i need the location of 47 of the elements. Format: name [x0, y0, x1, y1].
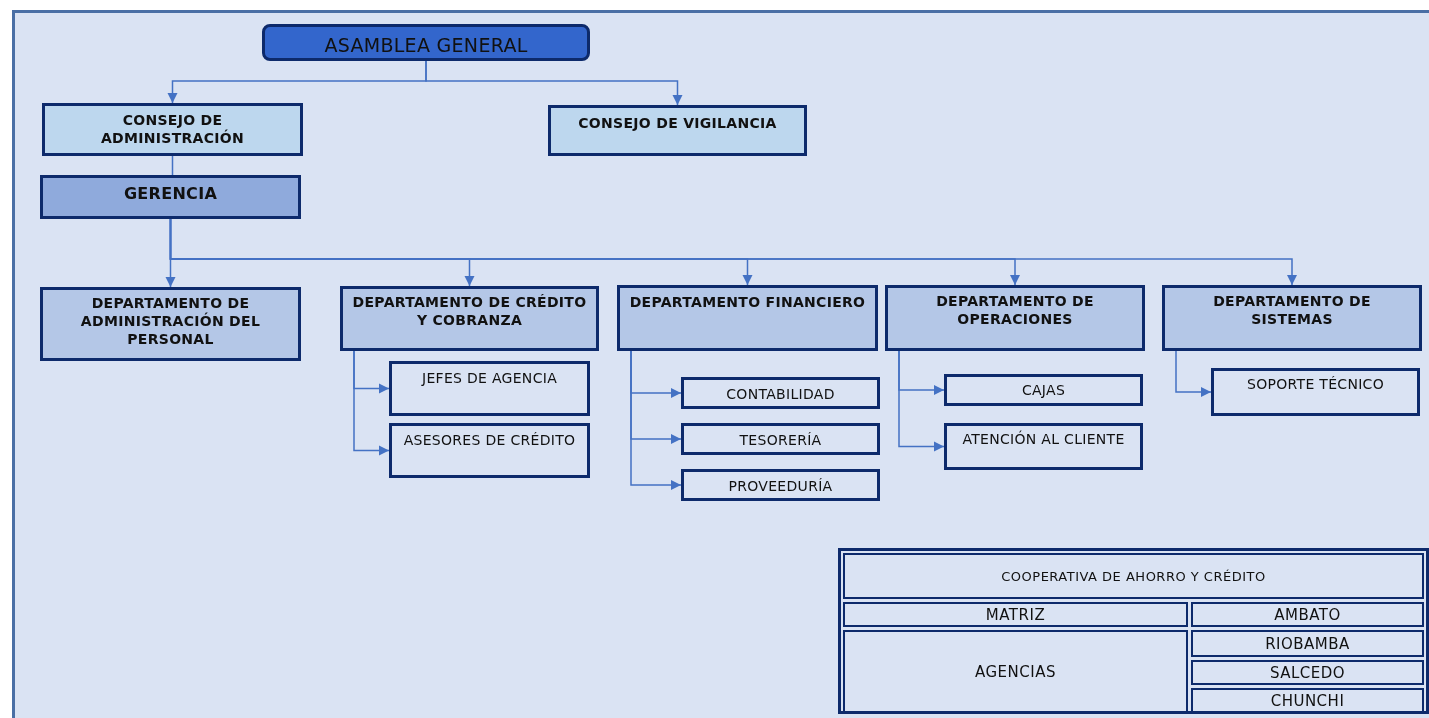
- org-unit-box: [40, 175, 301, 219]
- org-unit-box: [42, 103, 303, 156]
- org-unit-box: [1162, 285, 1422, 351]
- org-unit-box: [389, 361, 590, 416]
- unit-name: JEFES DE AGENCIA: [421, 369, 558, 388]
- org-unit-box: [885, 285, 1145, 351]
- connector-arrow: [630, 350, 682, 491]
- org-unit-box: [1211, 368, 1420, 416]
- unit-name: DEPARTAMENTO FINANCIERO: [629, 293, 866, 312]
- unit-name: PROVEEDURÍA: [728, 477, 833, 496]
- org-unit-box: [548, 105, 807, 156]
- table-cell: SALCEDO: [1191, 660, 1424, 685]
- org-unit-box: [681, 423, 880, 455]
- unit-name: TESORERÍA: [739, 431, 822, 450]
- unit-name: ASESORES DE CRÉDITO: [403, 431, 576, 450]
- org-unit-box: [944, 374, 1143, 406]
- unit-name: DEPARTAMENTO DE OPERACIONES: [935, 292, 1095, 329]
- table-cell: CHUNCHI: [1191, 688, 1424, 714]
- connector-arrow: [425, 60, 683, 106]
- unit-name: CONTABILIDAD: [726, 385, 835, 404]
- unit-name: DEPARTAMENTO DE SISTEMAS: [1212, 292, 1372, 329]
- table-cell: RIOBAMBA: [1191, 630, 1424, 657]
- org-unit-box: [944, 423, 1143, 470]
- unit-name: CONSEJO DE VIGILANCIA: [578, 114, 777, 133]
- table-cell: COOPERATIVA DE AHORRO Y CRÉDITO: [843, 553, 1424, 599]
- unit-name: SOPORTE TÉCNICO: [1247, 375, 1384, 394]
- org-unit-box: [681, 377, 880, 409]
- unit-name: CAJAS: [1021, 381, 1066, 400]
- table-cell: AMBATO: [1191, 602, 1424, 627]
- connector-arrow: [1175, 350, 1212, 398]
- unit-name: DEPARTAMENTO DE ADMINISTRACIÓN DEL PERSONAL: [79, 294, 262, 349]
- org-unit-box: [681, 469, 880, 501]
- unit-name: DEPARTAMENTO DE CRÉDITO Y COBRANZA: [351, 293, 588, 330]
- org-unit-box: [617, 285, 878, 351]
- connector-arrow: [898, 350, 945, 452]
- org-unit-box: [40, 287, 301, 361]
- connector-arrow: [353, 350, 390, 456]
- unit-name: ASAMBLEA GENERAL: [324, 33, 528, 58]
- table-cell: MATRIZ: [843, 602, 1188, 627]
- org-unit-box: [262, 24, 590, 61]
- unit-name: GERENCIA: [123, 184, 218, 205]
- unit-name: CONSEJO DE ADMINISTRACIÓN: [99, 111, 246, 148]
- org-unit-box: [340, 286, 599, 351]
- connector-arrow: [169, 218, 1298, 286]
- table-cell: AGENCIAS: [843, 630, 1188, 714]
- unit-name: ATENCIÓN AL CLIENTE: [962, 430, 1125, 449]
- org-unit-box: [389, 423, 590, 478]
